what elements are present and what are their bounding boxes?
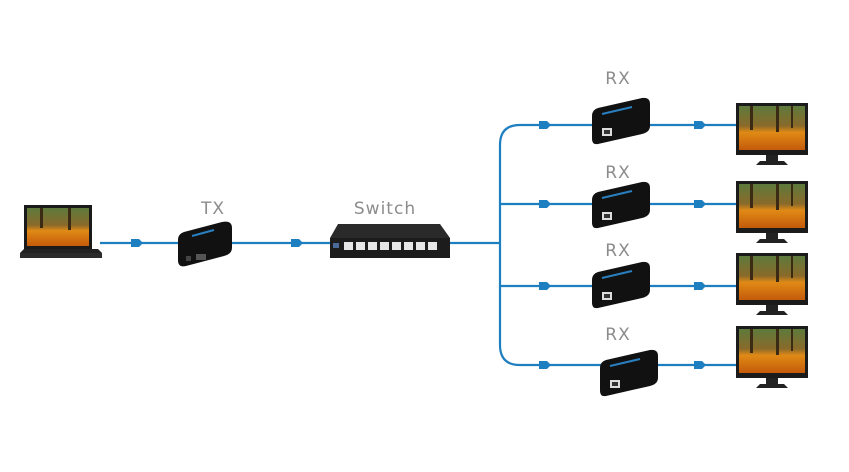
rx-device-icon-1 bbox=[591, 96, 651, 146]
arrow-icon bbox=[539, 361, 551, 369]
monitor-icon-2 bbox=[736, 181, 808, 243]
arrow-icon bbox=[291, 239, 303, 247]
rx-label-1: RX bbox=[605, 69, 630, 89]
arrow-icon bbox=[694, 200, 706, 208]
arrow-icon bbox=[694, 282, 706, 290]
rx-device-icon-2 bbox=[591, 180, 651, 230]
rx-device-icon-4 bbox=[599, 348, 659, 398]
laptop-icon bbox=[20, 205, 102, 258]
arrow-icon bbox=[694, 361, 706, 369]
switch-label: Switch bbox=[354, 199, 416, 219]
network-switch-icon bbox=[330, 224, 450, 258]
bus-trunk bbox=[498, 123, 521, 367]
tx-label: TX bbox=[200, 199, 225, 219]
monitor-icon-4 bbox=[736, 326, 808, 388]
rx-label-4: RX bbox=[605, 325, 630, 345]
arrow-icon bbox=[539, 200, 551, 208]
arrow-icon bbox=[694, 121, 706, 129]
arrow-icon bbox=[539, 282, 551, 290]
rx-label-3: RX bbox=[605, 241, 630, 261]
arrow-icon bbox=[131, 239, 143, 247]
connection-lines bbox=[100, 123, 738, 367]
rx-device-icon-3 bbox=[591, 260, 651, 310]
rx-label-2: RX bbox=[605, 163, 630, 183]
arrow-icon bbox=[539, 121, 551, 129]
monitor-icon-1 bbox=[736, 103, 808, 165]
tx-device-icon bbox=[178, 221, 232, 267]
monitor-icon-3 bbox=[736, 253, 808, 315]
